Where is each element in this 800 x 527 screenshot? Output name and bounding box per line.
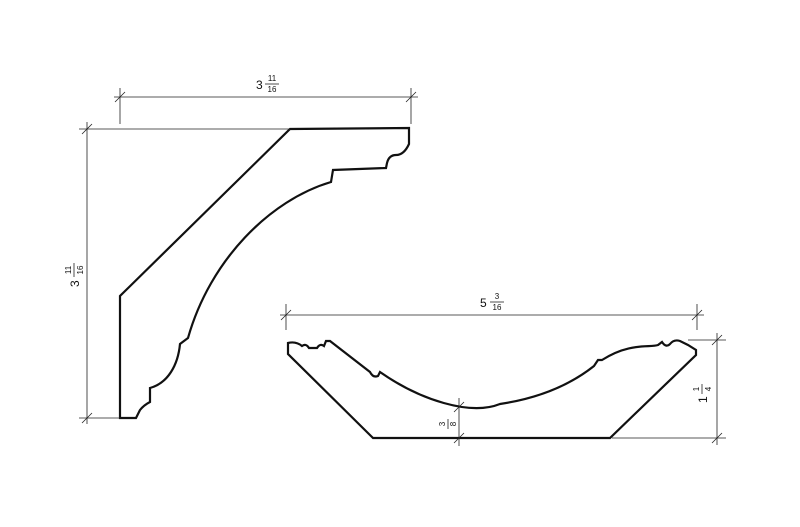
cove-thickness-numerator: 3	[438, 421, 447, 426]
crown-height-denominator: 16	[76, 265, 85, 274]
cove-width-denominator: 16	[493, 303, 502, 312]
crown-width-denominator: 16	[268, 85, 277, 94]
crown-molding-profile	[118, 126, 411, 420]
crown-height-dimension: 3 11 16	[64, 122, 290, 424]
crown-width-numerator: 11	[268, 74, 277, 83]
crown-width-whole: 3	[256, 78, 263, 92]
cove-height-dimension: 1 1 4	[612, 333, 726, 445]
cove-width-dimension: 5 3 16	[280, 292, 704, 330]
cove-molding-profile	[286, 339, 698, 440]
cove-width-whole: 5	[480, 296, 487, 310]
cove-width-numerator: 3	[495, 292, 500, 301]
cove-height-whole: 1	[696, 396, 710, 403]
crown-height-whole: 3	[68, 280, 82, 287]
cove-height-denominator: 4	[704, 386, 713, 391]
cove-height-numerator: 1	[692, 386, 701, 391]
crown-height-numerator: 11	[64, 265, 73, 274]
cove-thickness-denominator: 8	[449, 421, 458, 426]
crown-width-dimension: 3 11 16	[114, 74, 418, 124]
cove-thickness-dimension: 3 8	[438, 398, 465, 446]
